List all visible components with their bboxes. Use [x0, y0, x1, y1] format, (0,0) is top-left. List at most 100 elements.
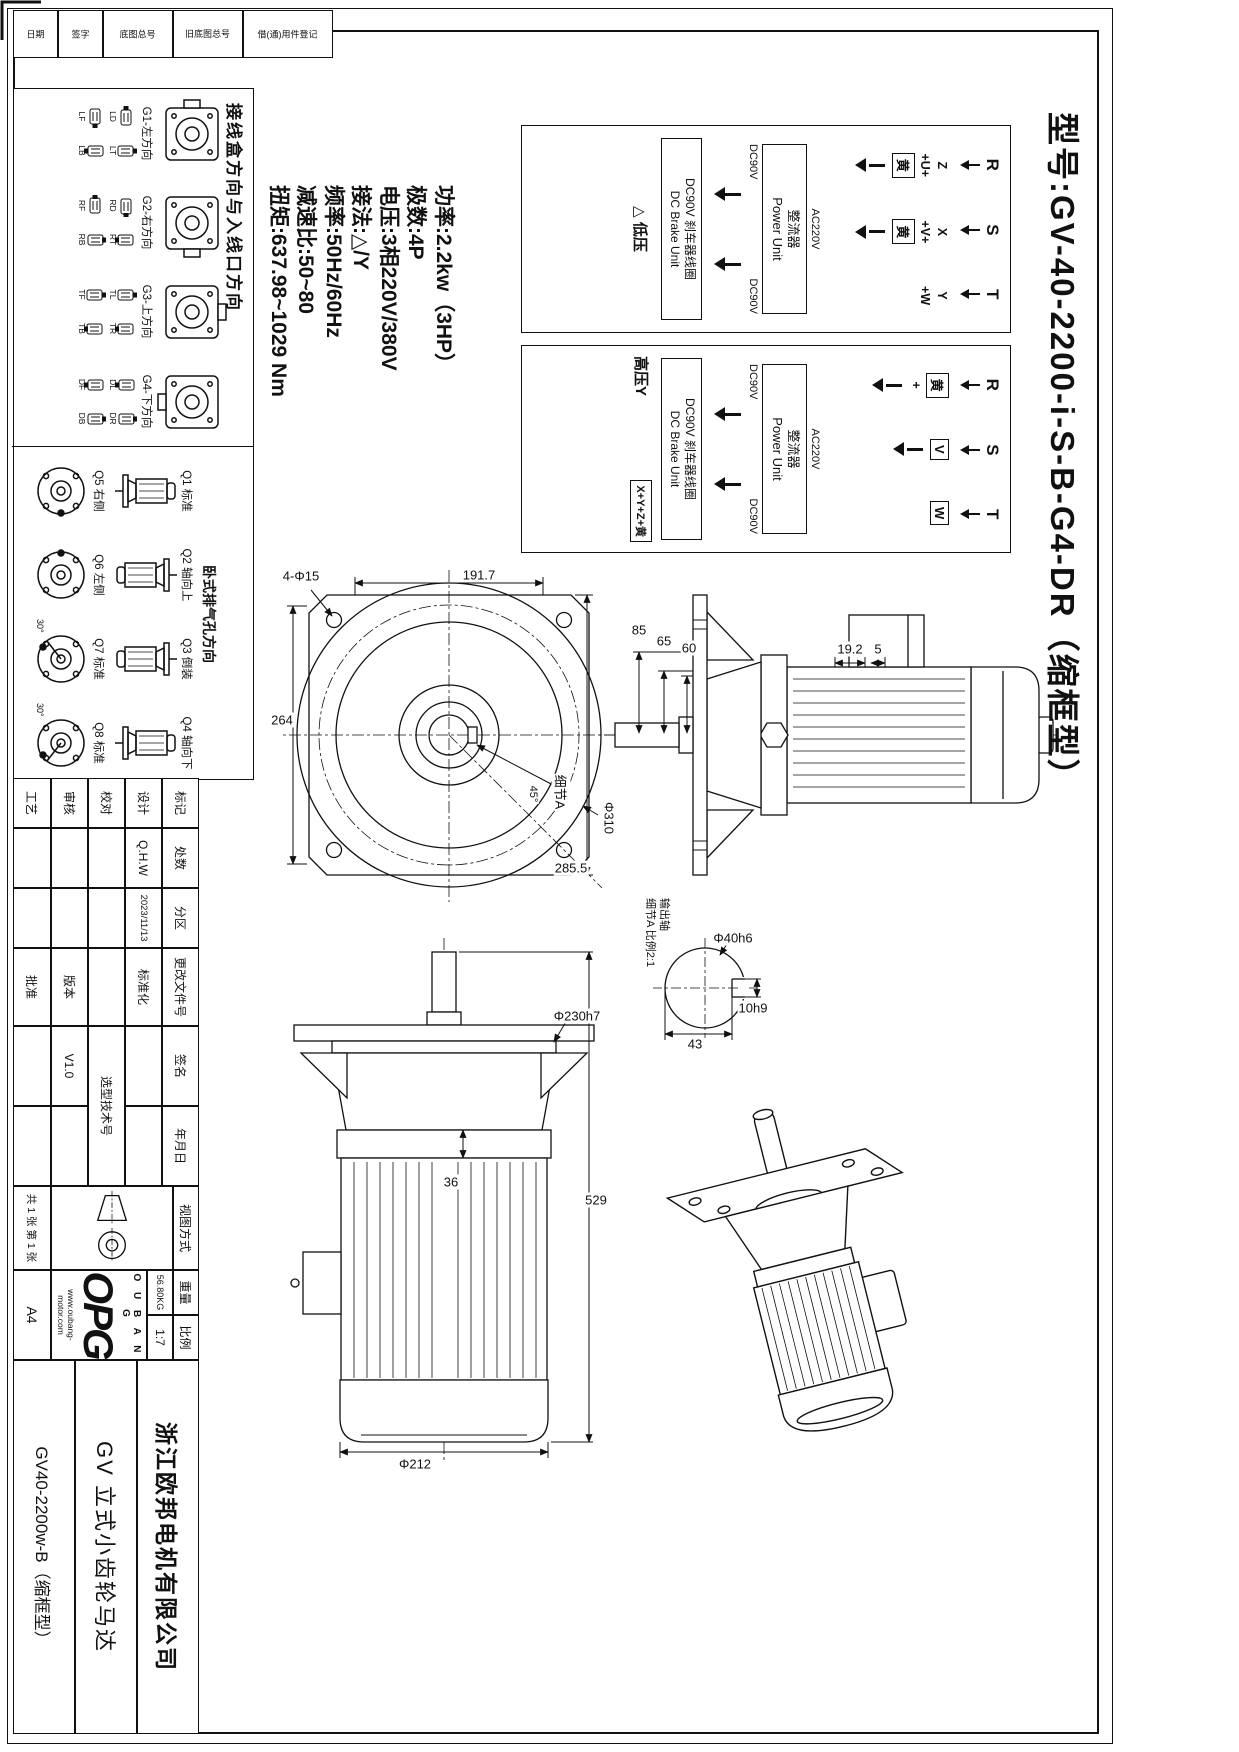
terminal-box-v: V	[930, 439, 949, 460]
border-field-master: 底图总号	[103, 10, 173, 58]
tb-audit: 审核	[51, 778, 88, 828]
terminal-box-left-icon	[165, 98, 219, 161]
drawing-number: GV40-2200w-B（缩框型）	[13, 1360, 75, 1734]
tb-approve: 批准	[13, 948, 51, 1026]
tb-empty	[13, 1106, 51, 1186]
dim-side-85: 85	[630, 622, 648, 638]
company-name: 浙江欧邦电机有限公司	[137, 1360, 199, 1734]
down-arrow-icon	[707, 477, 726, 491]
border-field-label: 底图总号	[119, 29, 157, 40]
terminal-box-w: W	[930, 501, 949, 526]
connector-icon	[89, 108, 101, 128]
dim-side-65: 65	[655, 633, 673, 649]
border-field-old-master: 旧底图总号	[173, 10, 243, 58]
scale-value: 1:7	[147, 1315, 173, 1360]
rectifier-en: Power Unit	[769, 417, 785, 481]
mount-option-q3: Q3 倒装	[113, 617, 195, 701]
mode-row: 高压Y X+Y+Z+黄	[630, 352, 653, 546]
exhaust-option-label: Q8 标准	[92, 722, 104, 764]
brand-url: www.oubang-motor.com	[56, 1289, 77, 1341]
product-name: GV 立式小齿轮马达	[75, 1360, 137, 1734]
brake-en: DC Brake Unit	[667, 410, 682, 488]
exhaust-direction-header: 卧式排气孔方向	[201, 565, 217, 663]
first-angle-projection-icon	[96, 1190, 128, 1263]
down-arrow-icon	[707, 257, 726, 271]
phase-r: R	[983, 158, 1002, 171]
sheet-count: 共 1 张 第 1 张	[13, 1186, 51, 1270]
brake-unit-box: DC90V 刹车器线圈 DC Brake Unit	[661, 358, 703, 540]
rectifier-en: Power Unit	[769, 197, 785, 261]
tb-change-file: 更改文件号	[162, 948, 199, 1026]
down-arrow-icon	[955, 509, 969, 520]
dc-voltage-right: DC90V	[747, 498, 760, 534]
connector-label: LD	[108, 111, 118, 122]
border-field-label: 签字	[71, 29, 90, 40]
tb-empty	[51, 1106, 88, 1186]
lead-label: +W	[918, 286, 932, 306]
connector-icon	[84, 379, 104, 390]
border-field-signature: 签字	[58, 10, 103, 58]
connector-icon	[118, 413, 137, 424]
tb-select-no: 选型技术号	[88, 1026, 125, 1186]
connector-icon	[120, 198, 132, 217]
orientation-group-label: G2-右方向	[140, 195, 152, 250]
wiring-diagram-low-voltage: R S T Z +U+ 黄 X +V+ 黄 Y +W AC220V	[521, 125, 1011, 333]
yellow-wire-box: 黄	[892, 152, 915, 178]
lead-label: Z	[935, 161, 949, 170]
dc-voltage-left: DC90V	[747, 364, 760, 400]
exhaust-option-label: Q7 标准	[92, 638, 104, 680]
connector-icon	[89, 194, 101, 213]
brake-unit-box: DC90V 刹车器线圈 DC Brake Unit	[661, 138, 703, 320]
down-arrow-icon	[848, 158, 866, 173]
orientation-group-g4: G4-下方向 DL DR DF DB	[13, 357, 227, 446]
tb-empty	[13, 888, 51, 948]
flange-face-icon	[37, 549, 85, 599]
orientation-group-g1: G1-左方向 LD LT LF LB	[13, 89, 227, 178]
front-detail-callout: 细节A	[551, 773, 571, 811]
phase-row: R S T	[955, 132, 1002, 326]
arrow-row	[707, 159, 746, 299]
phase-s: S	[983, 444, 1002, 456]
orientation-table: 接线盒方向与入线口方向 卧式排气孔方向 G1-左方向 LD LT LF LB	[12, 88, 254, 780]
connector-icon	[87, 234, 106, 245]
tb-version: V1.0	[51, 1026, 88, 1106]
mount-option-q2: Q2 轴向上	[113, 533, 195, 617]
connection-mode-label: △ 低压	[631, 206, 649, 252]
arrow-row	[707, 379, 746, 519]
dim-shaft-43: 43	[686, 1036, 704, 1052]
tb-empty	[88, 828, 125, 888]
dim-front-height: 264	[270, 712, 294, 728]
down-arrow-icon	[955, 289, 969, 300]
connector-label: RF	[77, 199, 87, 212]
connector-icon	[117, 145, 137, 156]
star-point-box: X+Y+Z+黄	[630, 480, 653, 542]
brake-cn: DC90V 刹车器线圈	[683, 397, 698, 501]
terminal-box-top-icon	[165, 284, 227, 339]
orientation-group-label: G1-左方向	[140, 106, 152, 161]
spec-frequency: 频率:50Hz/60Hz	[322, 185, 345, 338]
orientation-group-label: G3-上方向	[140, 284, 152, 339]
table-divider	[12, 446, 253, 447]
company-logo: O U B A N G OPG www.oubang-motor.com	[51, 1270, 147, 1360]
spec-torque: 扭矩:637.98~1029 Nm	[267, 185, 290, 397]
dim-lower-fan: Φ212	[397, 1456, 433, 1472]
spec-ratio: 减速比:50~80	[294, 185, 318, 314]
tb-version-label: 版本	[51, 948, 88, 1026]
connector-icon	[115, 234, 134, 245]
dc-voltage-left: DC90V	[747, 144, 760, 180]
phase-s: S	[983, 224, 1002, 236]
tb-signature: 签名	[162, 1026, 199, 1106]
wiring-diagram-high-voltage: R S T 黄 + V W AC220V 整流器 Power Unit DC90…	[521, 345, 1011, 553]
brake-cn: DC90V 刹车器线圈	[683, 177, 698, 281]
phase-row: R S T	[955, 352, 1002, 546]
shaft-caption-line1: 输出轴	[658, 898, 670, 931]
down-arrow-icon	[886, 442, 904, 457]
ac-voltage-label: AC220V	[809, 208, 821, 250]
terminal-box-bottom-icon	[157, 374, 219, 429]
connector-icon	[84, 145, 104, 156]
tb-zone: 分区	[162, 888, 199, 948]
tb-count: 处数	[162, 828, 199, 888]
border-field-borrow: 借(通)用件登记	[243, 10, 333, 58]
exhaust-option-q6: Q6 左侧	[31, 533, 107, 617]
mount-option-label: Q3 倒装	[180, 638, 192, 680]
